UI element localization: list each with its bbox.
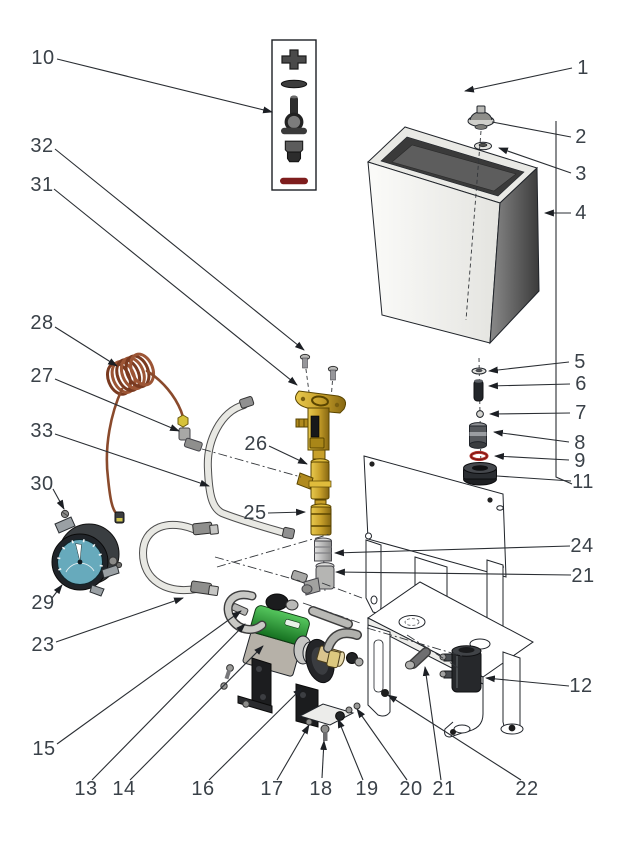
leader-line-14 — [129, 645, 264, 781]
callout-label-14: 14 — [112, 778, 135, 800]
callout-label-21: 21 — [432, 778, 455, 800]
leader-line-18 — [320, 740, 327, 779]
callout-label-16: 16 — [191, 778, 214, 800]
leader-line-17 — [276, 724, 310, 781]
leader-line-2 — [491, 121, 572, 138]
callout-label-32: 32 — [30, 135, 53, 157]
callout-label-5: 5 — [574, 351, 586, 373]
callout-label-21: 21 — [571, 565, 594, 587]
leader-line-9 — [494, 453, 570, 461]
tank-cap-fitting — [467, 105, 495, 130]
leader-line-24 — [334, 545, 571, 557]
callout-label-1: 1 — [577, 57, 589, 79]
pump-inlet-tube — [223, 590, 267, 634]
leader-line-23 — [55, 597, 184, 643]
callout-label-33: 33 — [30, 420, 53, 442]
leader-line-13 — [91, 623, 246, 781]
callout-label-31: 31 — [30, 174, 53, 196]
leader-line-16 — [208, 687, 303, 781]
callout-label-30: 30 — [30, 473, 53, 495]
callout-label-7: 7 — [575, 402, 587, 424]
leader-line-6 — [488, 382, 571, 390]
tank-hose — [203, 396, 296, 540]
callout-label-25: 25 — [243, 502, 266, 524]
phantom-lines — [201, 130, 482, 670]
leader-line-1 — [464, 67, 573, 93]
pressure-gauge — [51, 509, 125, 597]
callout-label-18: 18 — [309, 778, 332, 800]
mounting-back-plate — [363, 455, 507, 614]
callout-label-12: 12 — [569, 675, 592, 697]
callout-label-24: 24 — [570, 535, 593, 557]
leader-line-31 — [53, 188, 298, 386]
callout-label-11: 11 — [572, 471, 594, 493]
loop-hose — [138, 520, 219, 597]
leader-line-22 — [387, 694, 522, 781]
callout-label-19: 19 — [355, 778, 378, 800]
leader-line-15 — [56, 610, 242, 745]
callout-label-17: 17 — [260, 778, 283, 800]
cap-icon — [284, 140, 304, 163]
inlet-valve-assembly — [295, 353, 346, 596]
leader-line-29 — [51, 584, 63, 599]
pump-outlet-fittings — [231, 570, 431, 670]
callout-label-9: 9 — [574, 450, 586, 472]
callout-label-27: 27 — [30, 365, 53, 387]
ball-icon — [284, 112, 304, 132]
copper-coil — [105, 352, 185, 516]
leader-line-5 — [488, 361, 570, 374]
leader-line-12 — [485, 675, 570, 687]
leader-line-11 — [496, 475, 572, 482]
leader-line-27 — [54, 378, 180, 432]
pump-mount-brackets — [220, 657, 361, 741]
outlet-parts-column — [463, 357, 497, 486]
callout-label-4: 4 — [575, 202, 587, 224]
gauge-tube-fitting — [177, 414, 203, 452]
callout-label-28: 28 — [30, 312, 53, 334]
leader-line-30 — [52, 488, 65, 510]
red-seal-icon — [280, 177, 308, 185]
callout-label-23: 23 — [31, 634, 54, 656]
callout-label-10: 10 — [31, 47, 54, 69]
leader-line-20 — [356, 708, 408, 781]
leader-line-21 — [335, 568, 572, 576]
leader-line-32 — [54, 148, 305, 351]
callout-label-29: 29 — [31, 592, 54, 614]
callout-label-20: 20 — [399, 778, 422, 800]
pump-bracket — [367, 556, 534, 738]
leader-line-7 — [489, 410, 571, 418]
leader-line-19 — [337, 718, 364, 781]
seal-dash-icon — [281, 127, 307, 135]
callout-label-2: 2 — [575, 126, 587, 148]
callout-label-13: 13 — [74, 778, 97, 800]
water-tank — [367, 126, 540, 345]
tank-cap-washer — [474, 141, 492, 151]
leader-line-8 — [493, 429, 570, 443]
leader-line-33 — [54, 433, 210, 487]
leader-line-10 — [56, 58, 273, 114]
leader-line-11 — [555, 121, 573, 485]
callout-label-22: 22 — [515, 778, 538, 800]
leader-line-28 — [54, 326, 118, 367]
damper-cylinder — [439, 645, 482, 693]
washer-disc-icon — [280, 79, 308, 89]
callout-label-3: 3 — [575, 163, 587, 185]
leader-line-25 — [267, 508, 306, 516]
callout-label-26: 26 — [244, 433, 267, 455]
leader-line-3 — [498, 147, 572, 174]
callout-label-6: 6 — [575, 373, 587, 395]
callout-label-15: 15 — [32, 738, 55, 760]
callout-label-8: 8 — [574, 432, 586, 454]
leader-line-26 — [268, 445, 308, 465]
